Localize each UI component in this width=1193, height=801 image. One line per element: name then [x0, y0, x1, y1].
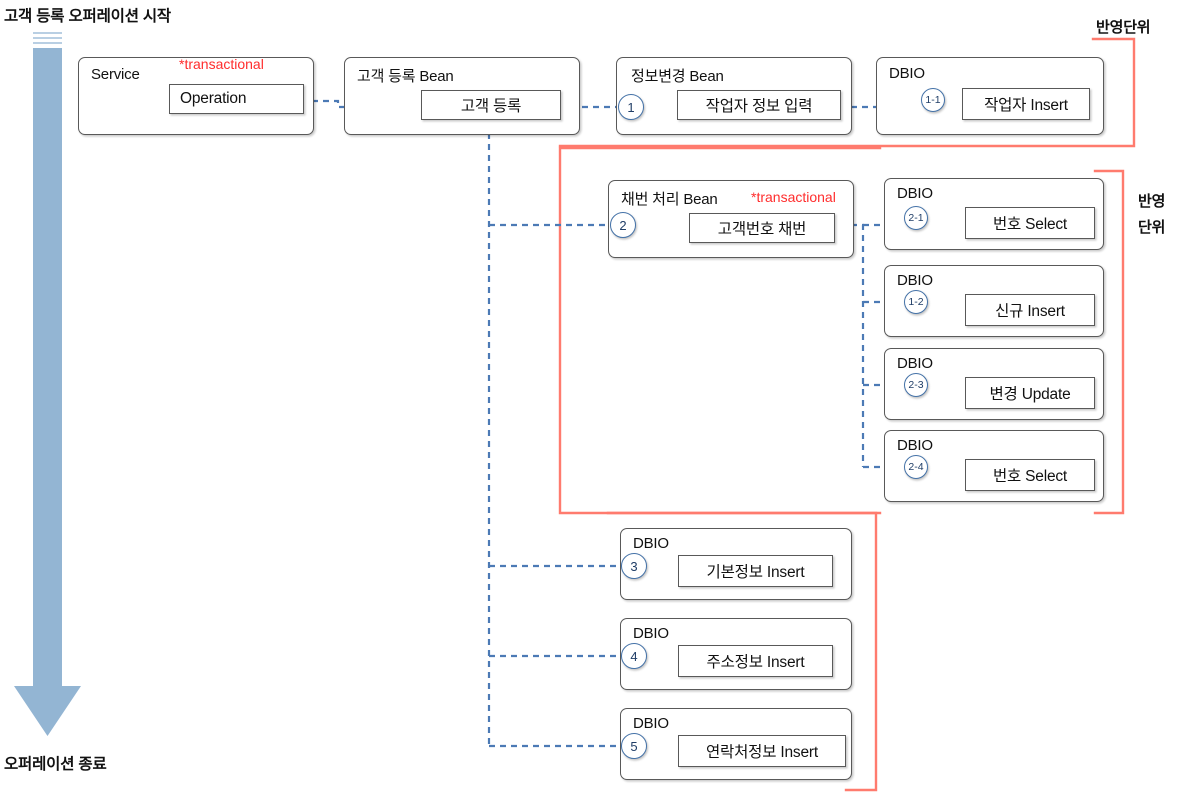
dbio-title: DBIO	[633, 625, 669, 642]
step-circle-4[interactable]: 4	[621, 643, 647, 669]
component-bean-numbering[interactable]: 채번 처리 Bean *transactional 고객번호 채번	[608, 180, 854, 258]
dbio-operation-box[interactable]: 신규 Insert	[965, 294, 1095, 326]
step-circle-1-1[interactable]: 1-1	[921, 88, 945, 112]
dbio-operation-box[interactable]: 연락처정보 Insert	[678, 735, 846, 767]
step-circle-1[interactable]: 1	[618, 94, 644, 120]
bean-title: 고객 등록 Bean	[357, 68, 454, 85]
dbio-title: DBIO	[633, 715, 669, 732]
component-service[interactable]: Service *transactional Operation	[78, 56, 314, 135]
dbio-title: DBIO	[897, 272, 933, 289]
page-title-start: 고객 등록 오퍼레이션 시작	[4, 8, 171, 25]
bean-operation-box[interactable]: 고객번호 채번	[689, 213, 835, 243]
dbio-operation-box[interactable]: 번호 Select	[965, 207, 1095, 239]
bean-operation-box[interactable]: 고객 등록	[421, 90, 561, 120]
component-dbio-1-1[interactable]: DBIO 작업자 Insert	[876, 57, 1104, 135]
flow-direction-arrow	[14, 32, 81, 736]
component-dbio-5[interactable]: DBIO 연락처정보 Insert	[620, 708, 852, 780]
dbio-title: DBIO	[897, 355, 933, 372]
component-service-title: Service	[91, 66, 140, 83]
component-dbio-4[interactable]: DBIO 주소정보 Insert	[620, 618, 852, 690]
dbio-operation-box[interactable]: 번호 Select	[965, 459, 1095, 491]
dbio-title: DBIO	[897, 437, 933, 454]
unit-label-middle-2: 단위	[1138, 219, 1166, 236]
dbio-title: DBIO	[633, 535, 669, 552]
operation-box[interactable]: Operation	[169, 84, 304, 114]
component-bean-customer-register[interactable]: 고객 등록 Bean 고객 등록	[344, 57, 580, 135]
dbio-operation-box[interactable]: 변경 Update	[965, 377, 1095, 409]
component-dbio-3[interactable]: DBIO 기본정보 Insert	[620, 528, 852, 600]
unit-label-top: 반영단위	[1096, 19, 1151, 36]
transactional-mark-numbering: *transactional	[751, 189, 836, 205]
step-circle-2[interactable]: 2	[610, 212, 636, 238]
dbio-operation-box[interactable]: 작업자 Insert	[962, 88, 1090, 120]
dbio-operation-box[interactable]: 기본정보 Insert	[678, 555, 833, 587]
component-dbio-2-3[interactable]: DBIO 변경 Update	[884, 348, 1104, 420]
bean-operation-box[interactable]: 작업자 정보 입력	[677, 90, 841, 120]
unit-label-middle-1: 반영	[1138, 193, 1166, 210]
dbio-title: DBIO	[897, 185, 933, 202]
component-bean-info-change[interactable]: 정보변경 Bean 작업자 정보 입력	[616, 57, 852, 135]
bean-title: 정보변경 Bean	[631, 68, 724, 85]
step-circle-1-2[interactable]: 1-2	[904, 290, 928, 314]
page-title-end: 오퍼레이션 종료	[4, 756, 107, 773]
transactional-mark-service: *transactional	[179, 56, 264, 72]
bean-title: 채번 처리 Bean	[621, 191, 718, 208]
step-circle-2-4[interactable]: 2-4	[904, 455, 928, 479]
step-circle-2-1[interactable]: 2-1	[904, 206, 928, 230]
dbio-operation-box[interactable]: 주소정보 Insert	[678, 645, 833, 677]
step-circle-5[interactable]: 5	[621, 733, 647, 759]
step-circle-3[interactable]: 3	[621, 553, 647, 579]
dbio-title: DBIO	[889, 65, 925, 82]
step-circle-2-3[interactable]: 2-3	[904, 373, 928, 397]
